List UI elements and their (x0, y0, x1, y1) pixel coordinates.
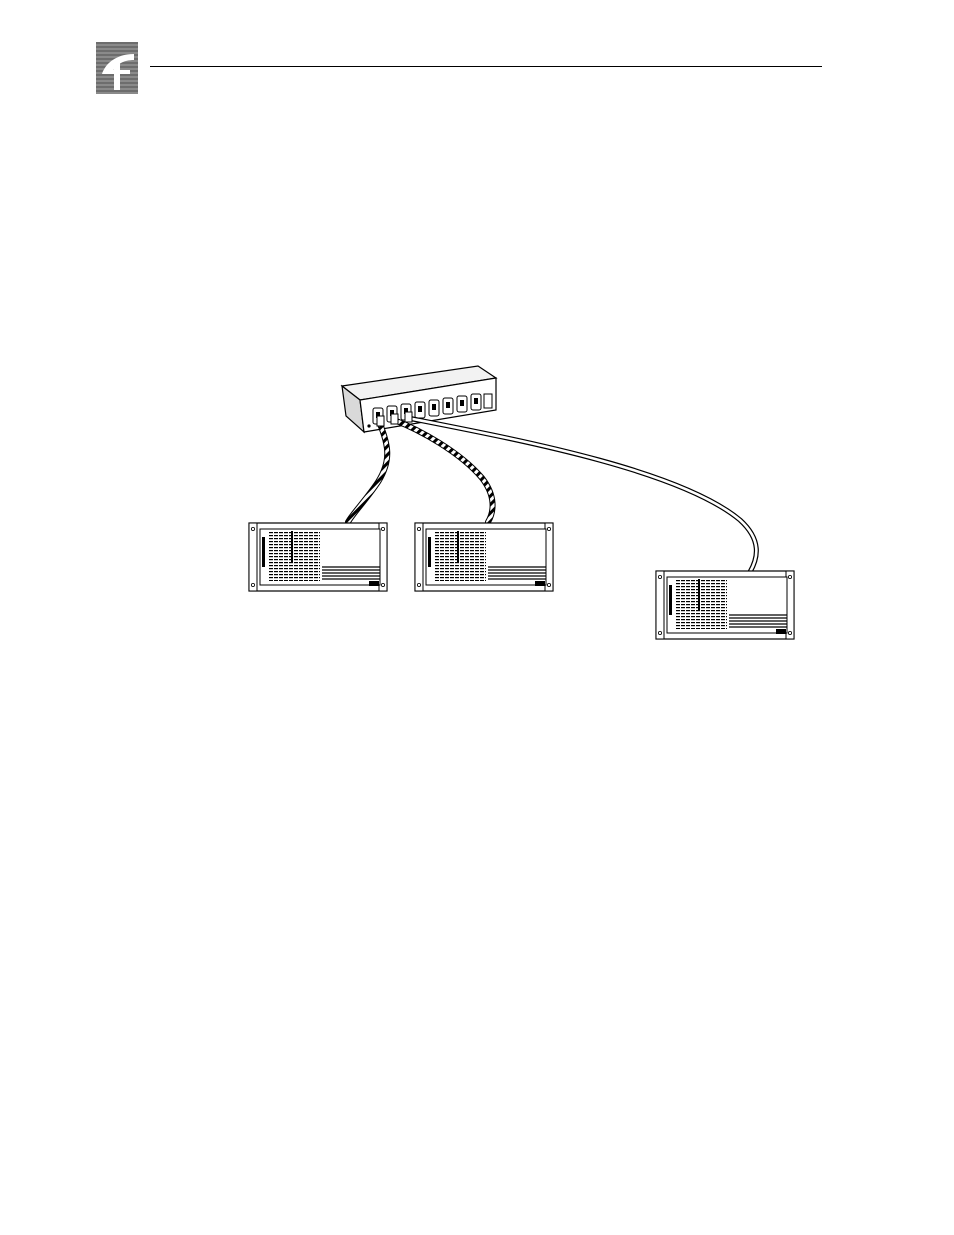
rackmount-server-icon (656, 571, 794, 639)
rackmount-server-icon (249, 523, 387, 591)
rackmount-server-icon (415, 523, 553, 591)
shielded-cable-2 (394, 420, 493, 522)
shielded-cable-1 (348, 424, 387, 522)
